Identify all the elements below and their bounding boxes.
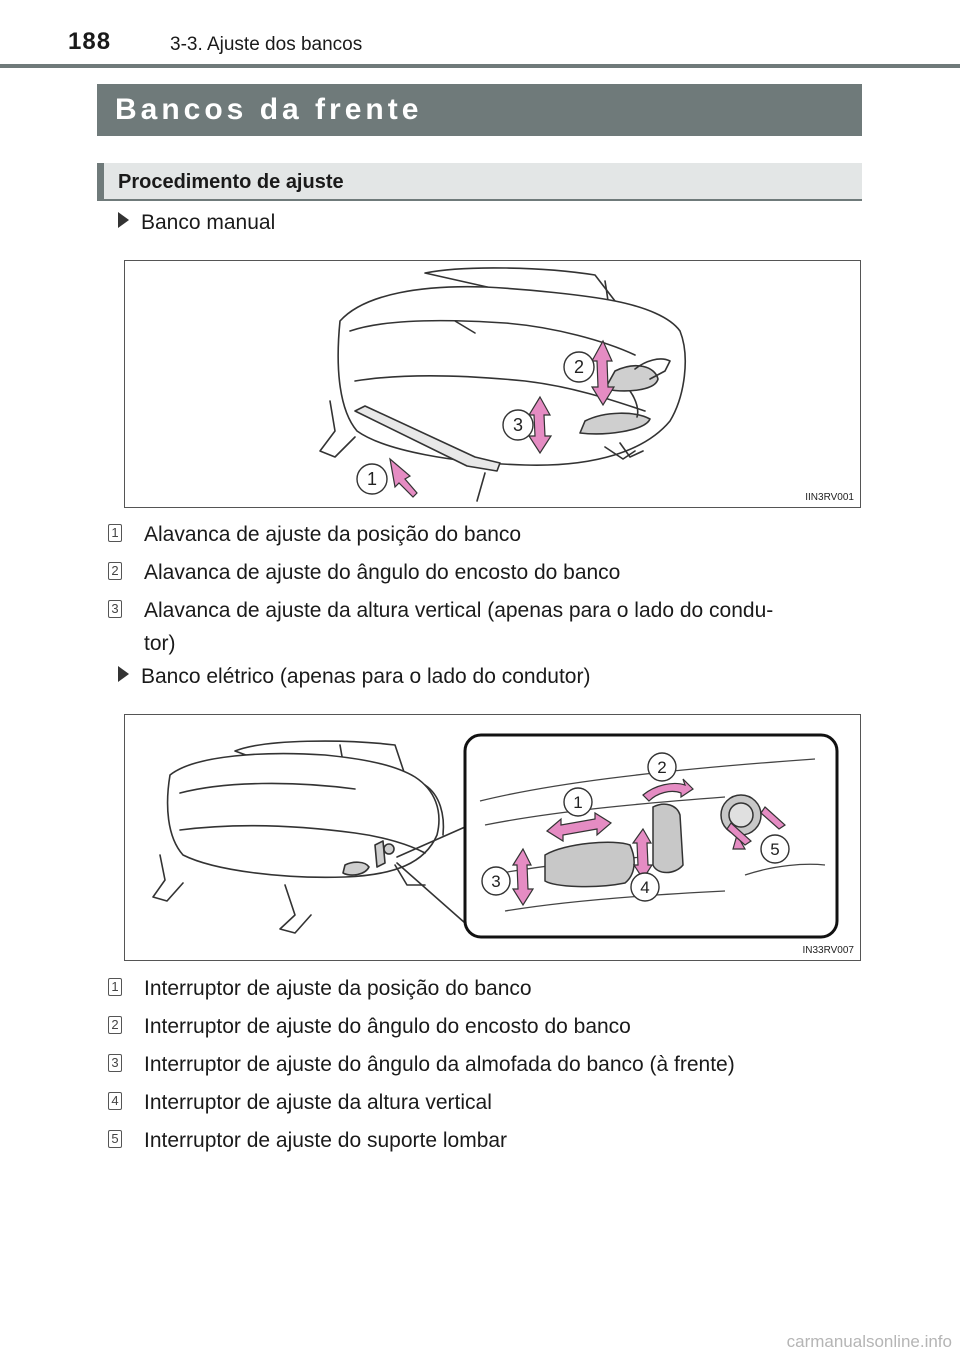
item-number: 2	[108, 1016, 122, 1034]
item-number: 2	[108, 562, 122, 580]
figure-code: IIN3RV001	[805, 492, 854, 503]
callout-1: 1	[367, 469, 377, 489]
callout-2: 2	[574, 357, 584, 377]
power-seat-figure: 1 2 3 4 5 IN33RV007	[124, 714, 861, 961]
item-text: Interruptor de ajuste do ângulo do encos…	[144, 1015, 631, 1038]
section-title: Bancos da frente	[115, 93, 423, 126]
manual-seat-figure: 2 3 1 IIN3RV001	[124, 260, 861, 508]
item-number: 3	[108, 600, 122, 618]
item-number: 1	[108, 978, 122, 996]
subsection-title: Procedimento de ajuste	[118, 171, 344, 193]
arrow-3-icon	[527, 395, 553, 455]
callout-5: 5	[770, 840, 779, 859]
callout-1: 1	[573, 793, 582, 812]
item-text: Alavanca de ajuste da posição do banco	[144, 523, 522, 546]
callout-2: 2	[657, 758, 666, 777]
section-banner: Bancos da frente	[97, 84, 862, 136]
manual-seat-heading: Banco manual	[118, 211, 275, 235]
power-seat-heading-text: Banco elétrico (apenas para o lado do co…	[141, 665, 591, 688]
manual-seat-illustration: 2 3 1	[319, 267, 686, 502]
triangle-bullet-icon	[118, 212, 129, 228]
item-text: Interruptor de ajuste da altura vertical	[144, 1091, 492, 1114]
callout-3: 3	[513, 415, 523, 435]
triangle-bullet-icon	[118, 666, 129, 682]
item-text: Interruptor de ajuste do ângulo da almof…	[144, 1053, 735, 1076]
item-text: Alavanca de ajuste do ângulo do encosto …	[144, 561, 621, 584]
item-number: 4	[108, 1092, 122, 1110]
manual-seat-heading-text: Banco manual	[141, 211, 276, 234]
item-text: Interruptor de ajuste do suporte lombar	[144, 1129, 508, 1152]
arrow-2-icon	[590, 339, 616, 407]
item-text: Interruptor de ajuste da posição do banc…	[144, 977, 532, 1000]
page-number: 188	[68, 28, 112, 55]
item-number: 5	[108, 1130, 122, 1148]
item-text: Alavanca de ajuste da altura vertical (a…	[144, 599, 774, 655]
arrow-1-icon	[389, 457, 418, 498]
subsection-header: Procedimento de ajuste	[97, 163, 862, 201]
power-seat-heading: Banco elétrico (apenas para o lado do co…	[118, 665, 590, 689]
item-number: 3	[108, 1054, 122, 1072]
item-number: 1	[108, 524, 122, 542]
watermark: carmanualsonline.info	[786, 1332, 952, 1351]
callout-4: 4	[640, 878, 649, 897]
power-seat-illustration: 1 2 3 4 5	[152, 733, 839, 939]
breadcrumb: 3-3. Ajuste dos bancos	[170, 34, 363, 55]
figure-code: IN33RV007	[802, 945, 854, 956]
header-rule	[0, 64, 960, 68]
page-header: 188 3-3. Ajuste dos bancos	[0, 0, 960, 70]
callout-3: 3	[491, 872, 500, 891]
